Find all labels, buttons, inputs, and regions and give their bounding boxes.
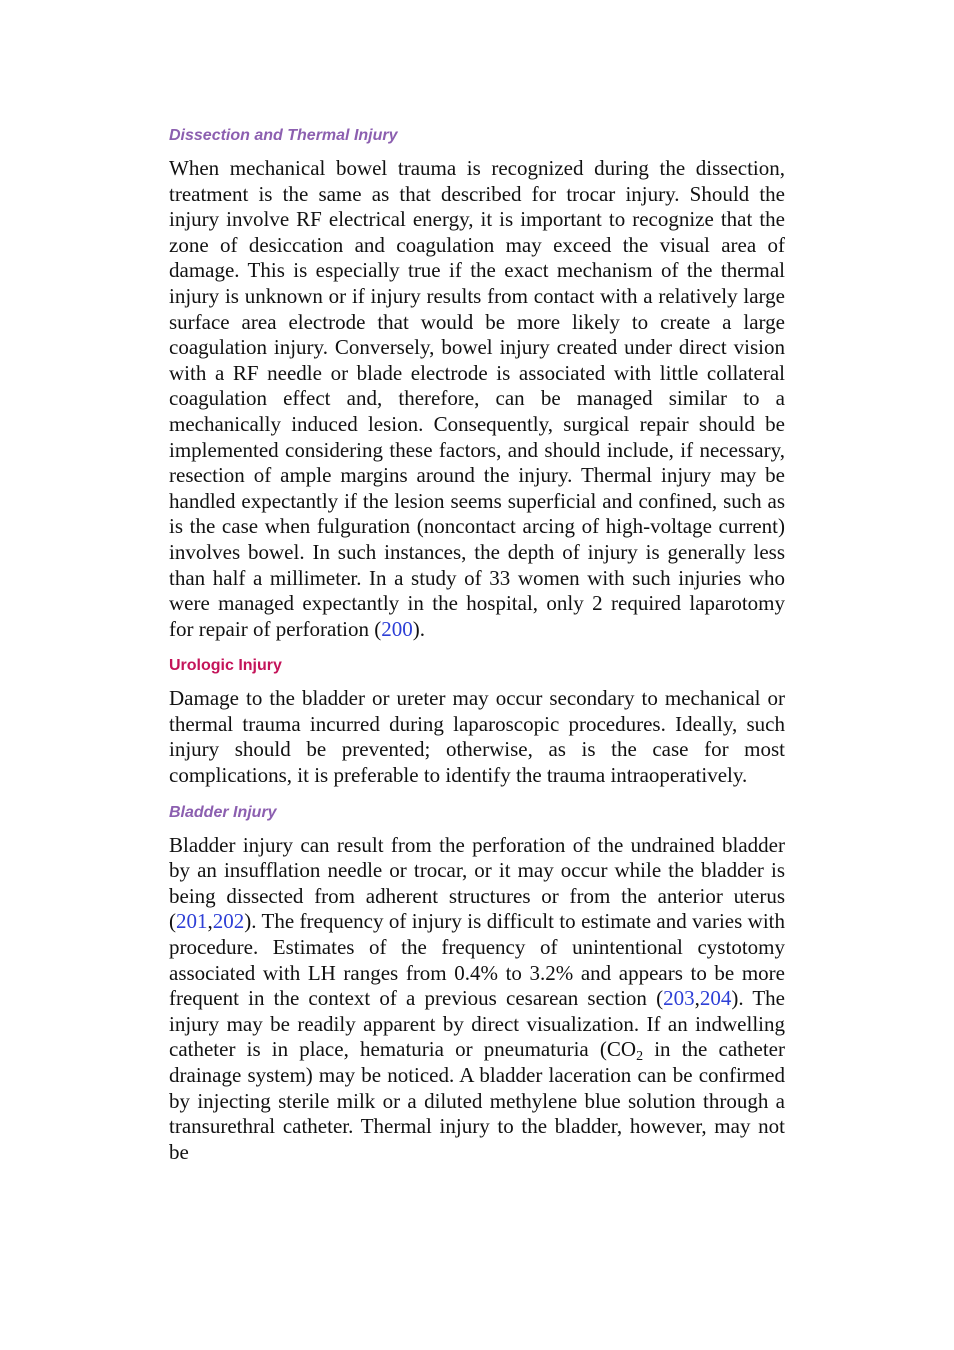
- paragraph-text: When mechanical bowel trauma is recogniz…: [169, 156, 785, 641]
- paragraph-text: in the catheter drainage system) may be …: [169, 1037, 785, 1164]
- reference-link-203[interactable]: 203: [663, 986, 695, 1011]
- section-heading-dissection: Dissection and Thermal Injury: [169, 127, 398, 144]
- subscript-2: 2: [636, 1049, 644, 1065]
- paragraph-dissection: When mechanical bowel trauma is recogniz…: [169, 156, 785, 642]
- document-page: Dissection and Thermal Injury When mecha…: [169, 126, 785, 1179]
- reference-link-200[interactable]: 200: [381, 616, 413, 641]
- reference-separator: ,: [207, 909, 213, 934]
- paragraph-text: ).: [412, 616, 425, 641]
- paragraph-bladder: Bladder injury can result from the perfo…: [169, 833, 785, 1166]
- paragraph-text: Bladder injury can result from the perfo…: [169, 832, 785, 934]
- section-heading-urologic: Urologic Injury: [169, 657, 282, 675]
- section-heading-bladder: Bladder Injury: [169, 803, 277, 821]
- paragraph-text: ). The frequency of injury is difficult …: [169, 909, 785, 1011]
- reference-link-201[interactable]: 201: [176, 909, 208, 934]
- reference-link-202[interactable]: 202: [212, 909, 245, 934]
- paragraph-text: ). The injury may be readily apparent by…: [169, 986, 785, 1062]
- reference-separator: ,: [694, 986, 700, 1011]
- paragraph-urologic: Damage to the bladder or ureter may occu…: [169, 686, 785, 788]
- reference-link-204[interactable]: 204: [699, 986, 732, 1011]
